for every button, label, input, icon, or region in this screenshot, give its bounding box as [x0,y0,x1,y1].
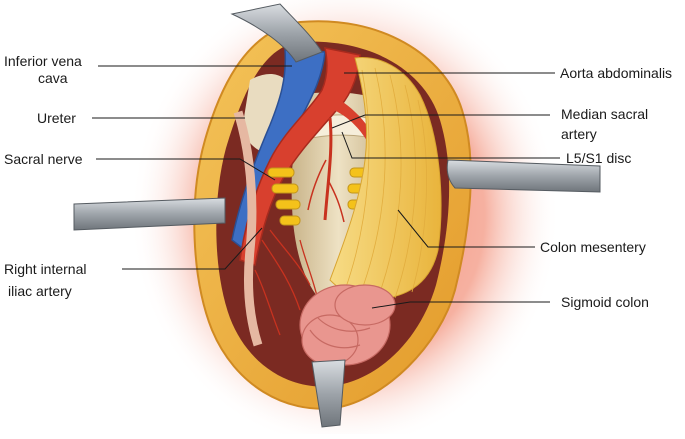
leader-sacral-nerve [96,158,276,181]
retractor-top[interactable] [230,3,323,63]
sacral-nerves-left [267,167,301,226]
label-sigmoid-colon: Sigmoid colon [561,294,649,310]
label-right-iliac-line2: iliac artery [8,283,72,299]
median-sacral-artery-shape [323,117,333,221]
leader-sigmoid-colon [371,301,550,309]
label-aorta: Aorta abdominalis [560,65,672,81]
retractor-right[interactable] [446,159,601,193]
mesentery-fibers [344,67,427,299]
label-sacral-nerve: Sacral nerve [4,151,83,167]
ureter-shape [233,110,263,347]
leader-colon-mesentery [397,209,535,248]
retractor-left[interactable] [73,197,226,231]
label-median-sacral-line2: artery [561,126,597,142]
sigmoid-colon-shape [299,284,396,366]
label-right-iliac-line1: Right internal [4,261,87,277]
label-ureter: Ureter [37,110,76,126]
label-median-sacral-line1: Median sacral [561,106,648,122]
label-colon-mesentery: Colon mesentery [540,239,646,255]
leader-median-sacral [331,114,550,129]
leader-l5s1 [341,131,560,159]
label-ivc-line1: Inferior vena [4,53,82,69]
retractor-bottom[interactable] [311,359,346,428]
leader-right-iliac [122,227,263,270]
leader-lines [92,65,560,309]
label-ivc-line2: cava [38,70,68,86]
label-l5s1: L5/S1 disc [566,150,631,166]
